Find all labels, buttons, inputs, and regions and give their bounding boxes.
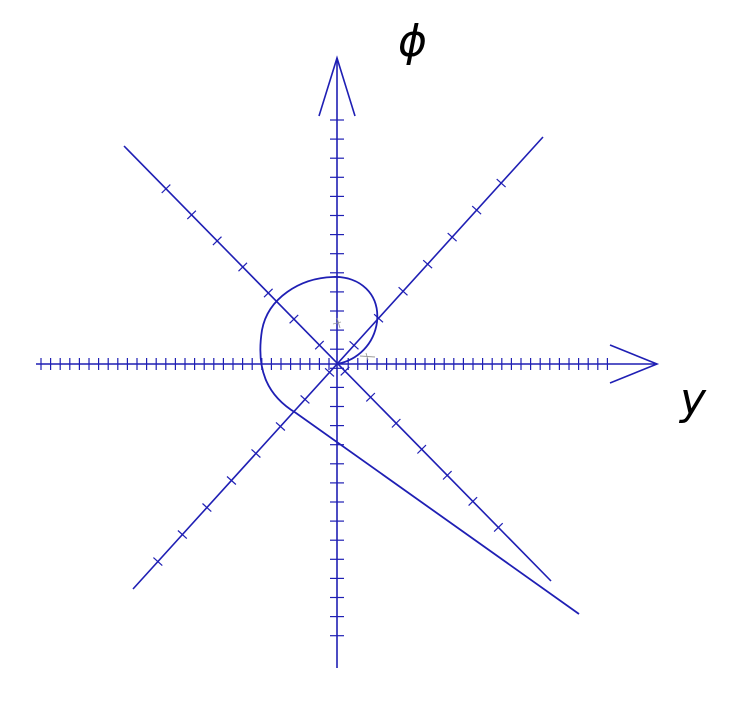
horizontal-axis-arrowhead: [609, 344, 660, 384]
tick-mark: [468, 496, 478, 507]
tick-mark: [447, 232, 458, 242]
tick-mark: [340, 366, 350, 376]
tick-mark: [471, 205, 482, 215]
tick-mark: [496, 178, 507, 188]
tick-mark: [365, 392, 376, 402]
tick-mark: [314, 340, 325, 350]
tick-mark: [422, 259, 433, 269]
axes: [36, 55, 660, 668]
tick-mark: [349, 340, 359, 350]
tick-mark: [226, 476, 237, 485]
tick-mark: [416, 444, 427, 454]
curve: [259, 276, 580, 615]
origin-faint-marks: [332, 317, 376, 361]
faint-mark: [359, 355, 376, 358]
tick-mark: [324, 367, 335, 377]
tick-marks: [40, 119, 609, 637]
tick-mark: [161, 184, 171, 194]
tick-mark: [186, 210, 197, 220]
tick-mark: [398, 286, 408, 296]
vertical-axis-arrowhead: [318, 55, 356, 117]
tick-mark: [212, 236, 222, 246]
tick-mark: [289, 314, 299, 324]
tick-mark: [300, 394, 310, 404]
faint-mark: [365, 352, 369, 361]
tick-mark: [263, 288, 274, 298]
tick-mark: [442, 470, 453, 480]
loop-curve: [259, 276, 580, 615]
tick-mark: [373, 313, 384, 323]
tick-mark: [202, 503, 212, 513]
vertical-axis-label: ϕ: [398, 16, 428, 67]
tick-mark: [493, 522, 504, 533]
tick-mark: [177, 530, 188, 540]
tick-mark: [251, 448, 261, 458]
horizontal-axis-label: y: [680, 374, 707, 425]
tick-mark: [152, 557, 163, 567]
tick-mark: [238, 262, 248, 272]
tick-mark: [391, 418, 401, 428]
faint-mark: [332, 321, 342, 325]
tick-mark: [275, 421, 286, 431]
